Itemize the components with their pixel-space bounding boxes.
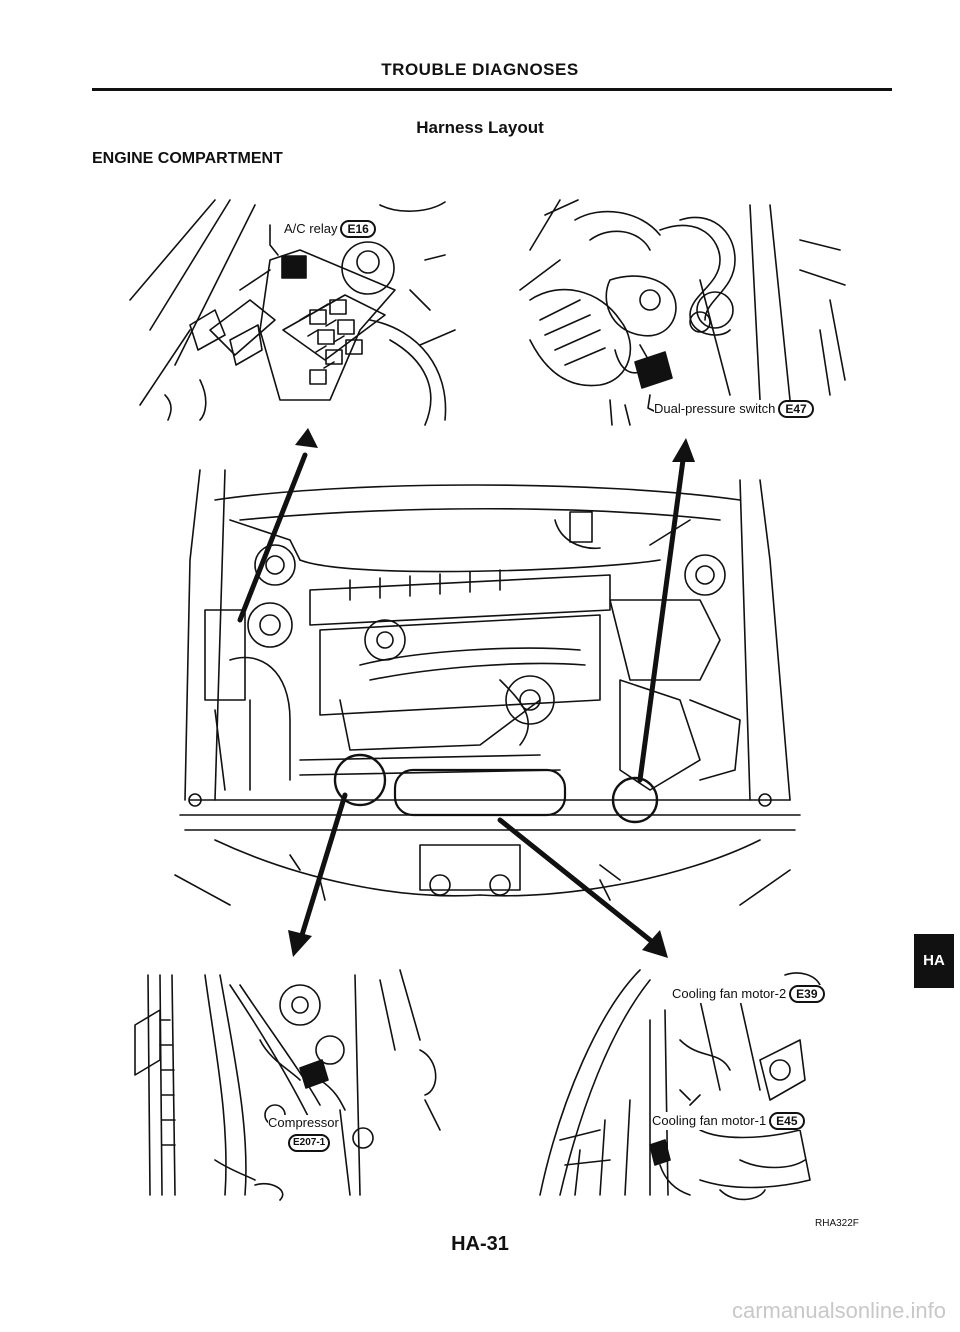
connector-code-e39: E39 [789,985,825,1003]
cooling-fan-detail [539,969,821,1201]
section-tab: HA [914,934,954,988]
callout-fan1-label: Cooling fan motor-1 [652,1113,767,1128]
connector-code-e207-1: E207-1 [288,1134,331,1152]
compressor-detail [134,969,441,1201]
connector-code-e47: E47 [778,400,814,418]
callout-ac-relay-label: A/C relay [284,221,338,236]
page-subtitle: Harness Layout [416,118,544,137]
callout-compressor-label: Compressor [268,1115,339,1130]
callout-compressor: Compressor E207-1 [268,1115,339,1152]
connector-code-e16: E16 [340,220,376,238]
callout-fan2-label: Cooling fan motor-2 [672,986,787,1001]
dual-pressure-switch-detail [519,199,846,426]
page-number: HA-31 [451,1233,509,1255]
figure-id: RHA322F [815,1218,859,1229]
watermark: carmanualsonline.info [731,1298,946,1323]
header-rule [92,88,892,91]
callout-dual-pressure-label: Dual-pressure switch [654,401,776,416]
callout-arrows [237,428,695,958]
engine-bay-overview [174,469,801,906]
page-header-title: TROUBLE DIAGNOSES [381,60,579,79]
connector-code-e45: E45 [769,1112,805,1130]
ac-relay-detail [129,199,456,426]
section-title: ENGINE COMPARTMENT [92,150,283,167]
